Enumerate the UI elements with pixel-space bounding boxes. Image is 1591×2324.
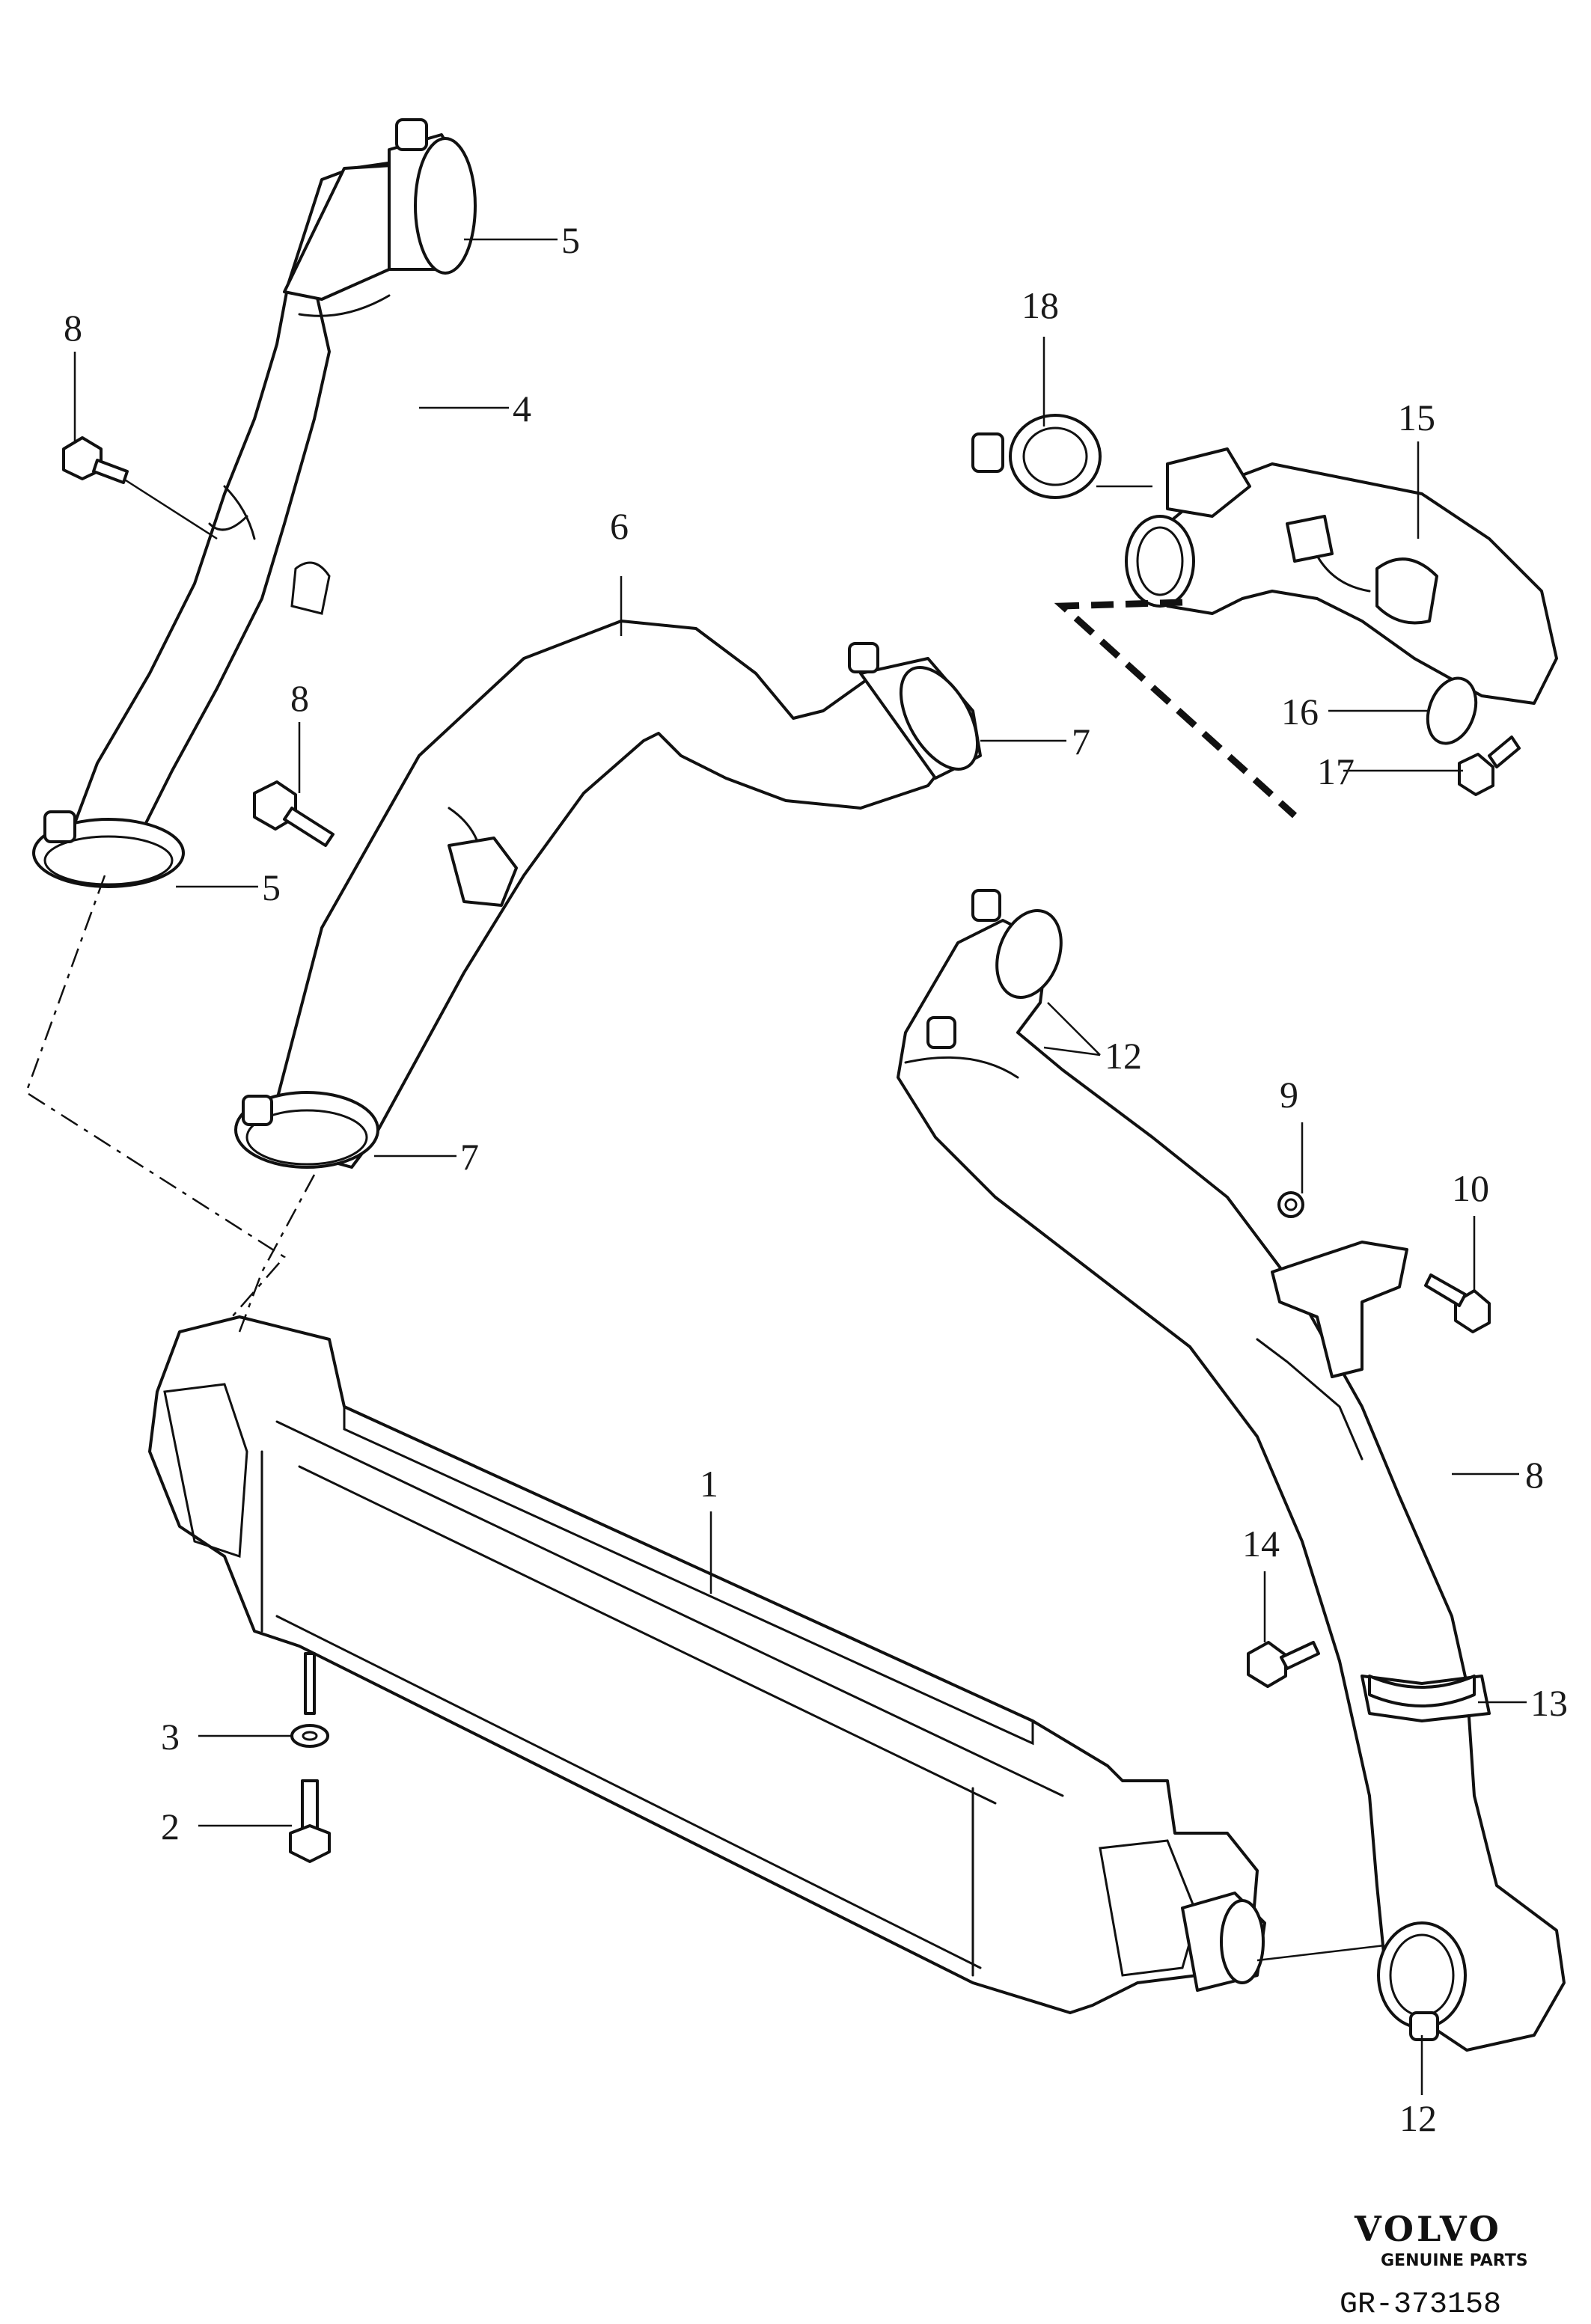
callout-12-lower: 12 bbox=[1399, 2097, 1437, 2139]
bolt-8-lower bbox=[253, 780, 335, 847]
connection-line-7-to-intercooler bbox=[238, 1174, 316, 1333]
callout-8-lower: 8 bbox=[290, 677, 309, 719]
brand-tagline: GENUINE PARTS bbox=[1381, 2251, 1528, 2270]
nut-10 bbox=[1277, 1191, 1304, 1218]
callout-1: 1 bbox=[700, 1463, 718, 1505]
hose-clamp-7-top bbox=[848, 642, 982, 780]
callout-15: 15 bbox=[1398, 397, 1435, 438]
callout-7-top: 7 bbox=[1072, 721, 1090, 762]
callout-18: 18 bbox=[1022, 284, 1059, 326]
callout-4: 4 bbox=[513, 388, 531, 429]
hose-clamp-12-upper bbox=[926, 889, 1063, 1049]
figure-code: GR-373158 bbox=[1340, 2288, 1501, 2322]
bolt-11 bbox=[1424, 1273, 1491, 1333]
bolt-2 bbox=[289, 1779, 331, 1863]
hose-clamp-18 bbox=[971, 414, 1102, 499]
hose-clamp-5-top bbox=[388, 118, 477, 275]
washer-3 bbox=[290, 1724, 329, 1748]
o-ring-16 bbox=[1426, 676, 1478, 745]
bolt-17 bbox=[1458, 736, 1521, 796]
callout-17: 17 bbox=[1317, 750, 1355, 792]
connection-line-15-to-9 bbox=[1054, 599, 1298, 819]
intercooler bbox=[148, 1315, 1266, 2014]
hose-clamp-12-lower bbox=[1377, 1921, 1467, 2041]
bracket-pipe-9 bbox=[1271, 1241, 1408, 1378]
callout-10: 9 bbox=[1280, 1074, 1298, 1116]
leader-lines bbox=[73, 238, 1527, 2095]
brand-logo-text: VOLVO bbox=[1354, 2209, 1502, 2249]
callout-14: 14 bbox=[1242, 1523, 1280, 1565]
hose-clamp-7-bottom bbox=[234, 1091, 379, 1169]
callout-12-upper: 12 bbox=[1105, 1035, 1142, 1077]
callout-5-top: 5 bbox=[561, 219, 580, 261]
callout-7-bottom: 7 bbox=[460, 1136, 479, 1178]
callout-9: 8 bbox=[1525, 1454, 1544, 1496]
callout-11: 10 bbox=[1452, 1167, 1489, 1209]
charge-air-hose-middle bbox=[268, 620, 959, 1169]
callout-5-bottom: 5 bbox=[262, 866, 281, 908]
charge-air-pipe-upper-left bbox=[73, 159, 409, 832]
callout-3: 3 bbox=[161, 1716, 180, 1758]
callout-2: 2 bbox=[161, 1805, 180, 1847]
charge-air-pipe-upper-right bbox=[1136, 447, 1558, 705]
clamp-13 bbox=[1368, 1675, 1476, 1707]
bolt-14 bbox=[1247, 1641, 1320, 1688]
callout-8-upper: 8 bbox=[64, 307, 82, 349]
pipe-15-end-fitting bbox=[1125, 515, 1195, 608]
callout-13: 13 bbox=[1530, 1682, 1568, 1724]
callout-16: 16 bbox=[1281, 691, 1319, 733]
callout-6: 6 bbox=[610, 505, 629, 547]
bolt-8-upper bbox=[62, 436, 129, 484]
hose-clamp-5-bottom bbox=[32, 810, 185, 888]
